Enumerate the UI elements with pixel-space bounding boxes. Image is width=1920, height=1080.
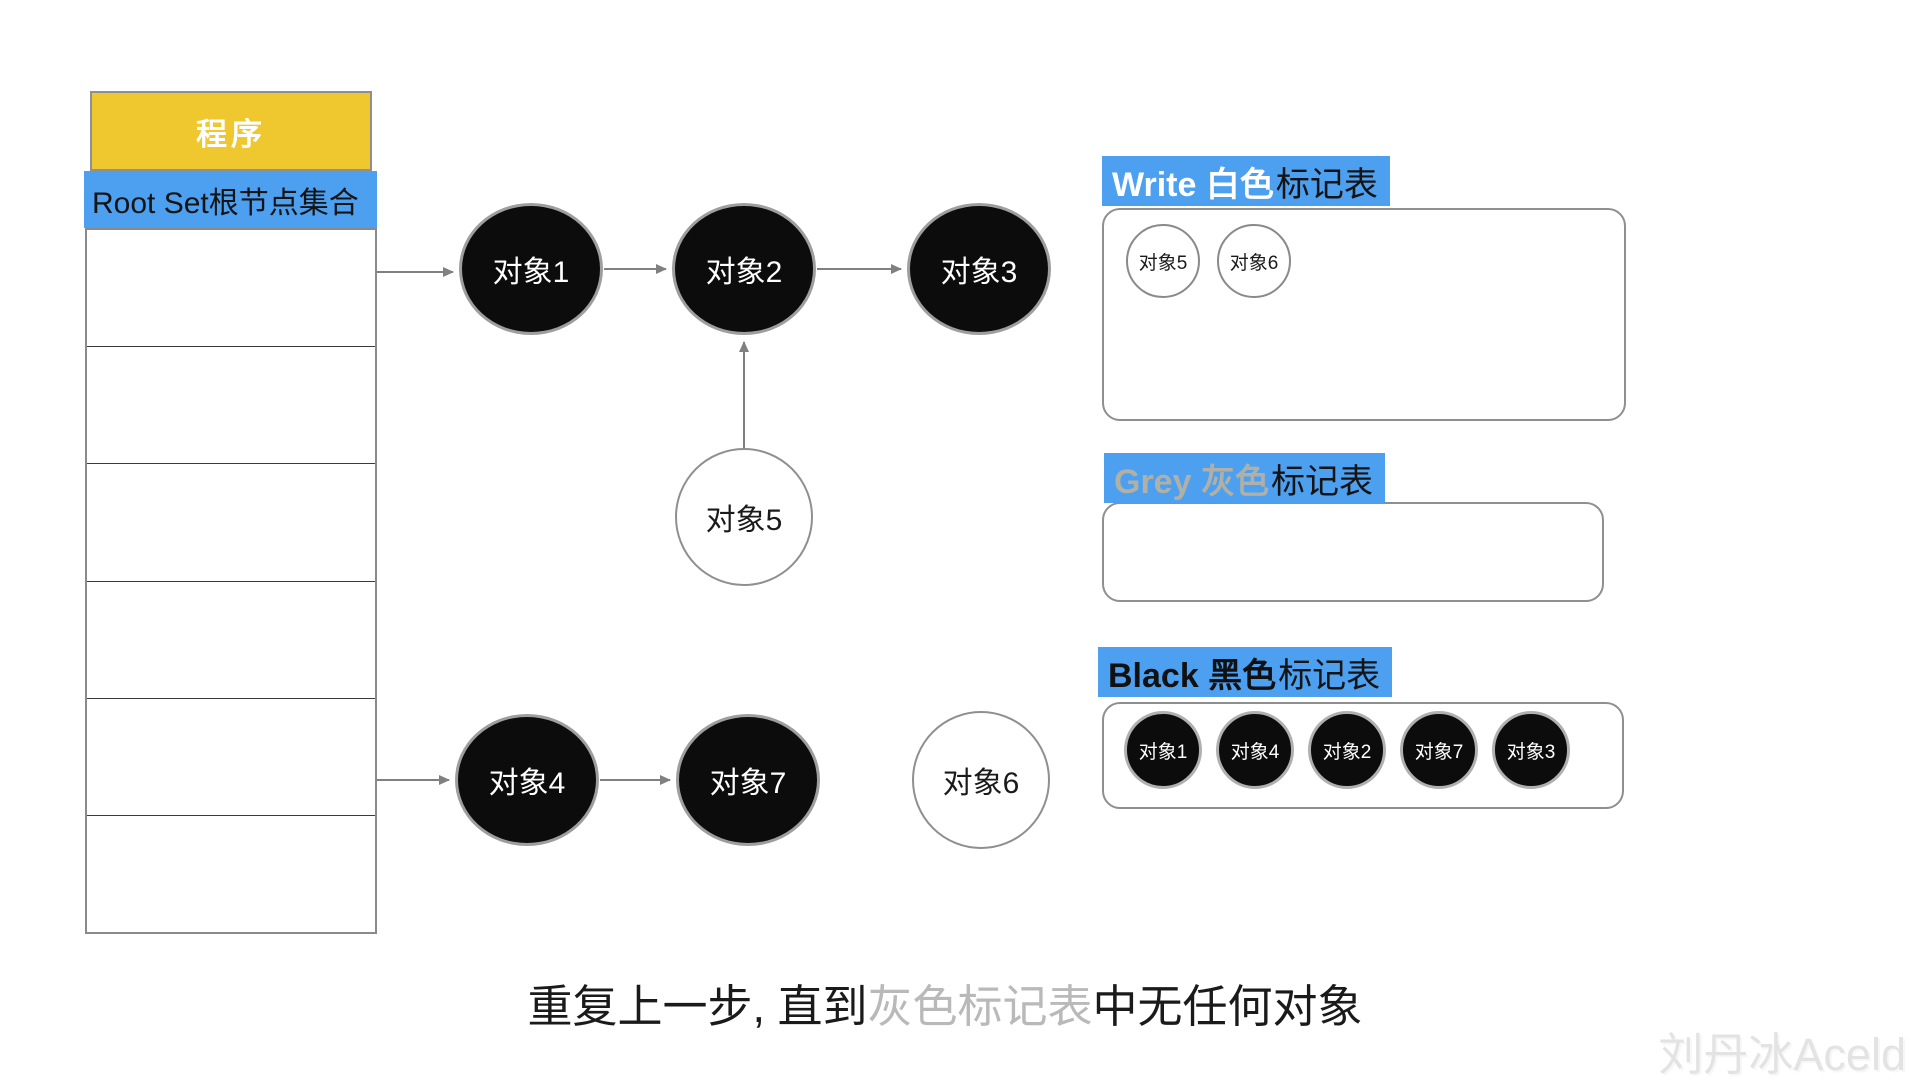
root-set-row <box>87 582 375 699</box>
white-mark-table-box: 对象5 对象6 <box>1102 208 1626 421</box>
root-set-row <box>87 464 375 582</box>
white-marked-object: 对象6 <box>1217 224 1291 298</box>
black-mark-table-title-rest: 标记表 <box>1278 656 1381 695</box>
black-marked-object: 对象2 <box>1308 711 1386 789</box>
root-set-row <box>87 699 375 816</box>
root-set-row <box>87 230 375 348</box>
black-marked-object: 对象1 <box>1124 711 1202 789</box>
grey-mark-table-label: Grey 灰色标记表 <box>1104 453 1385 503</box>
black-marked-object: 对象7 <box>1400 711 1478 789</box>
caption-highlight: 灰色标记表 <box>867 981 1093 1032</box>
black-mark-table-box: 对象1 对象4 对象2 对象7 对象3 <box>1102 702 1624 809</box>
root-set-row <box>87 347 375 465</box>
black-marked-object: 对象4 <box>1216 711 1294 789</box>
black-mark-table-label: Black 黑色标记表 <box>1098 647 1393 697</box>
root-set-row <box>87 816 375 932</box>
white-mark-table-title-rest: 标记表 <box>1275 165 1378 204</box>
caption-suffix: 中无任何对象 <box>1092 981 1363 1032</box>
node-obj5: 对象5 <box>675 448 813 586</box>
node-obj6: 对象6 <box>912 711 1050 849</box>
white-mark-table-label: Write 白色标记表 <box>1102 156 1390 206</box>
white-mark-table-title-colored: Write 白色 <box>1112 165 1274 204</box>
watermark: 刘丹冰Aceld <box>1658 1029 1906 1080</box>
node-obj4: 对象4 <box>455 714 599 846</box>
white-marked-object: 对象5 <box>1126 224 1200 298</box>
node-obj1: 对象1 <box>459 203 603 335</box>
root-set-label: Root Set根节点集合 <box>84 171 377 228</box>
black-marked-object: 对象3 <box>1492 711 1570 789</box>
program-header: 程序 <box>90 91 372 171</box>
node-obj7: 对象7 <box>676 714 820 846</box>
grey-mark-table-title-colored: Grey 灰色 <box>1114 462 1269 501</box>
root-set-table <box>85 228 377 934</box>
node-obj2: 对象2 <box>672 203 816 335</box>
node-obj3: 对象3 <box>907 203 1051 335</box>
black-mark-table-title-colored: Black 黑色 <box>1108 656 1277 695</box>
grey-mark-table-box <box>1102 502 1604 602</box>
caption: 重复上一步, 直到灰色标记表中无任何对象 <box>0 970 1890 1035</box>
caption-prefix: 重复上一步, 直到 <box>527 981 868 1032</box>
grey-mark-table-title-rest: 标记表 <box>1270 462 1373 501</box>
